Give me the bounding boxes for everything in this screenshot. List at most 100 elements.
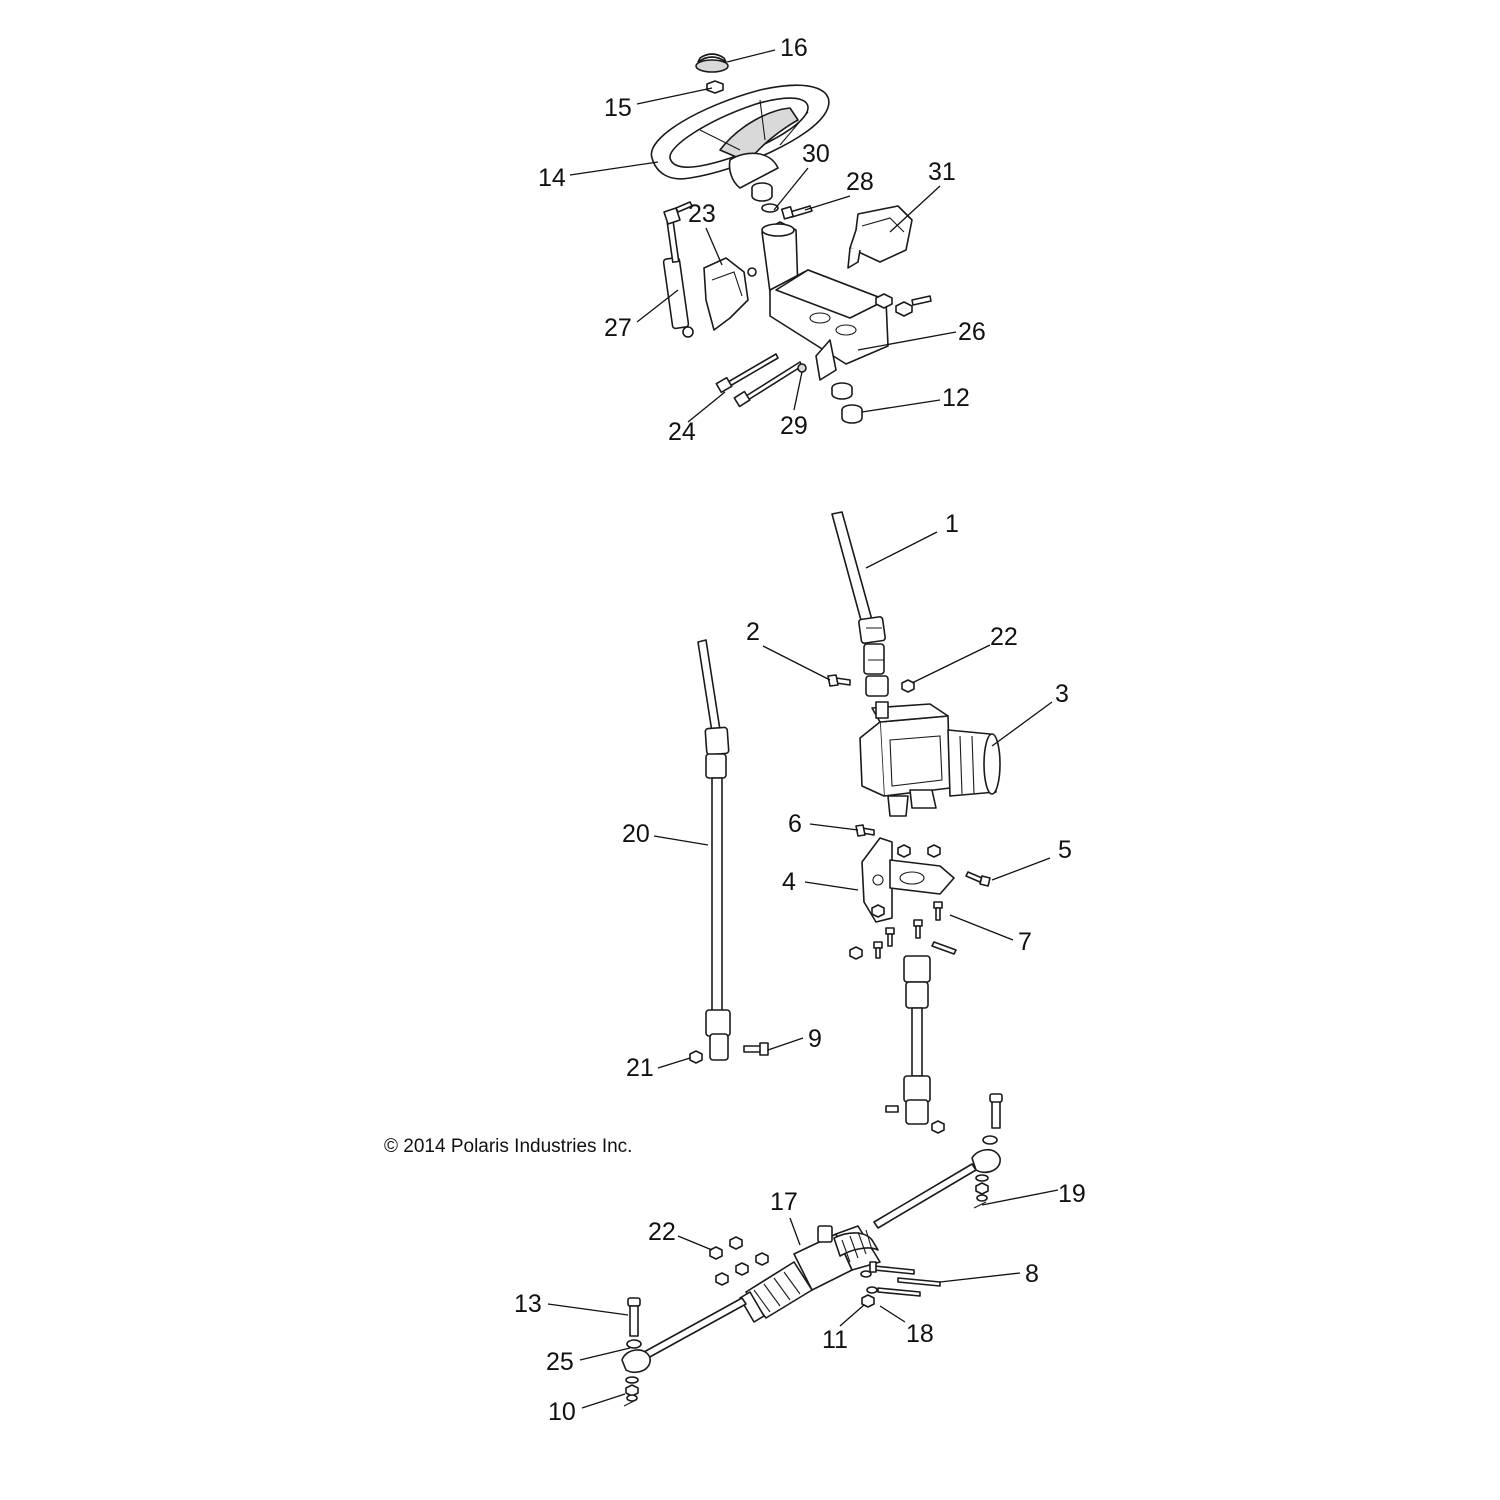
leader-line [677, 1235, 713, 1251]
callout-number: 10 [548, 1398, 576, 1426]
leader-line [991, 701, 1053, 747]
part-5-bolt [965, 871, 991, 887]
leader-line [579, 1347, 631, 1361]
part-31-cover-right [847, 205, 913, 269]
callout-number: 13 [514, 1290, 542, 1318]
callout-26: 26 [857, 318, 986, 351]
part-24-long-bolts [715, 353, 803, 408]
leader-line [793, 371, 803, 411]
callout-29: 29 [780, 371, 808, 440]
leader-line [911, 644, 991, 684]
callout-23: 23 [688, 200, 723, 266]
part-14-steering-wheel [650, 84, 830, 189]
callout-number: 6 [788, 810, 802, 838]
callout-19: 19 [981, 1180, 1086, 1208]
part-8-bolts [869, 1261, 941, 1297]
callout-number: 8 [1025, 1260, 1039, 1288]
leader-line [857, 331, 957, 351]
callout-number: 4 [782, 868, 796, 896]
callout-6: 6 [788, 810, 859, 838]
callout-17: 17 [770, 1188, 801, 1246]
tie-rod-right [873, 1163, 977, 1229]
part-20-long-shaft [697, 639, 731, 1061]
part-29-washer [797, 363, 807, 373]
callout-number: 19 [1058, 1180, 1086, 1208]
leader-line [726, 49, 776, 63]
part-21-nut [689, 1050, 703, 1064]
leader-line [809, 823, 859, 831]
leader-line [767, 1037, 804, 1051]
part-22-nuts-rack [709, 1236, 769, 1286]
callout-14: 14 [538, 161, 659, 192]
leader-line [705, 227, 723, 266]
callout-31: 31 [889, 158, 956, 233]
callout-7: 7 [949, 914, 1032, 956]
leader-line [789, 1217, 801, 1246]
callout-number: 18 [906, 1320, 934, 1348]
part-lower-intermediate-shaft [885, 955, 945, 1134]
callout-number: 5 [1058, 836, 1072, 864]
leader-line [762, 645, 831, 681]
callout-number: 27 [604, 314, 632, 342]
callout-15: 15 [604, 87, 713, 122]
part-17-steering-rack [739, 1225, 881, 1323]
callout-number: 28 [846, 168, 874, 196]
callout-9: 9 [767, 1025, 822, 1053]
callout-12: 12 [861, 384, 970, 413]
callout-number: 9 [808, 1025, 822, 1053]
part-3-power-steering-unit [859, 701, 1001, 817]
callout-number: 25 [546, 1348, 574, 1376]
callout-22: 22 [648, 1218, 713, 1251]
callout-5: 5 [991, 836, 1072, 881]
callout-number: 2 [746, 618, 760, 646]
leader-line [636, 87, 713, 105]
callout-22: 22 [911, 623, 1018, 684]
part-2-bolt [827, 674, 851, 687]
callout-28: 28 [804, 168, 874, 211]
leader-line [991, 857, 1051, 881]
callout-8: 8 [939, 1260, 1039, 1288]
callout-number: 30 [802, 140, 830, 168]
leader-line [547, 1303, 629, 1316]
callout-number: 22 [990, 623, 1018, 651]
callout-number: 1 [945, 510, 959, 538]
callout-18: 18 [879, 1305, 934, 1348]
leader-line [865, 531, 938, 569]
callout-number: 26 [958, 318, 986, 346]
leader-line [804, 195, 851, 211]
leader-line [981, 1189, 1059, 1206]
callout-number: 15 [604, 94, 632, 122]
part-9-bolt [743, 1042, 769, 1056]
part-12-bushings [831, 382, 863, 424]
leader-line [889, 185, 941, 233]
leader-line [861, 399, 941, 413]
part-27-gas-strut [662, 201, 694, 338]
callout-3: 3 [991, 680, 1069, 747]
callout-21: 21 [626, 1054, 691, 1082]
leader-line [581, 1393, 626, 1409]
leader-line [657, 1057, 691, 1069]
callout-4: 4 [782, 868, 859, 896]
leader-line [636, 289, 679, 323]
callout-number: 14 [538, 164, 566, 192]
part-23-cover-left [703, 257, 749, 331]
leader-line [773, 167, 809, 211]
callout-1: 1 [865, 510, 959, 569]
leader-line [569, 161, 659, 176]
callout-number: 17 [770, 1188, 798, 1216]
callout-27: 27 [604, 289, 679, 342]
callout-number: 20 [622, 820, 650, 848]
part-4-mount-bracket [861, 837, 955, 923]
callout-number: 22 [648, 1218, 676, 1246]
callout-20: 20 [622, 820, 709, 848]
callout-number: 23 [688, 200, 716, 228]
part-7-bolts [849, 901, 957, 960]
callout-11: 11 [822, 1304, 865, 1354]
part-22-nut-upper [901, 679, 915, 693]
part-15-nut [706, 80, 724, 94]
leader-line [949, 914, 1014, 941]
part-30-bushing [751, 182, 779, 213]
part-26-column-bracket [761, 221, 889, 381]
